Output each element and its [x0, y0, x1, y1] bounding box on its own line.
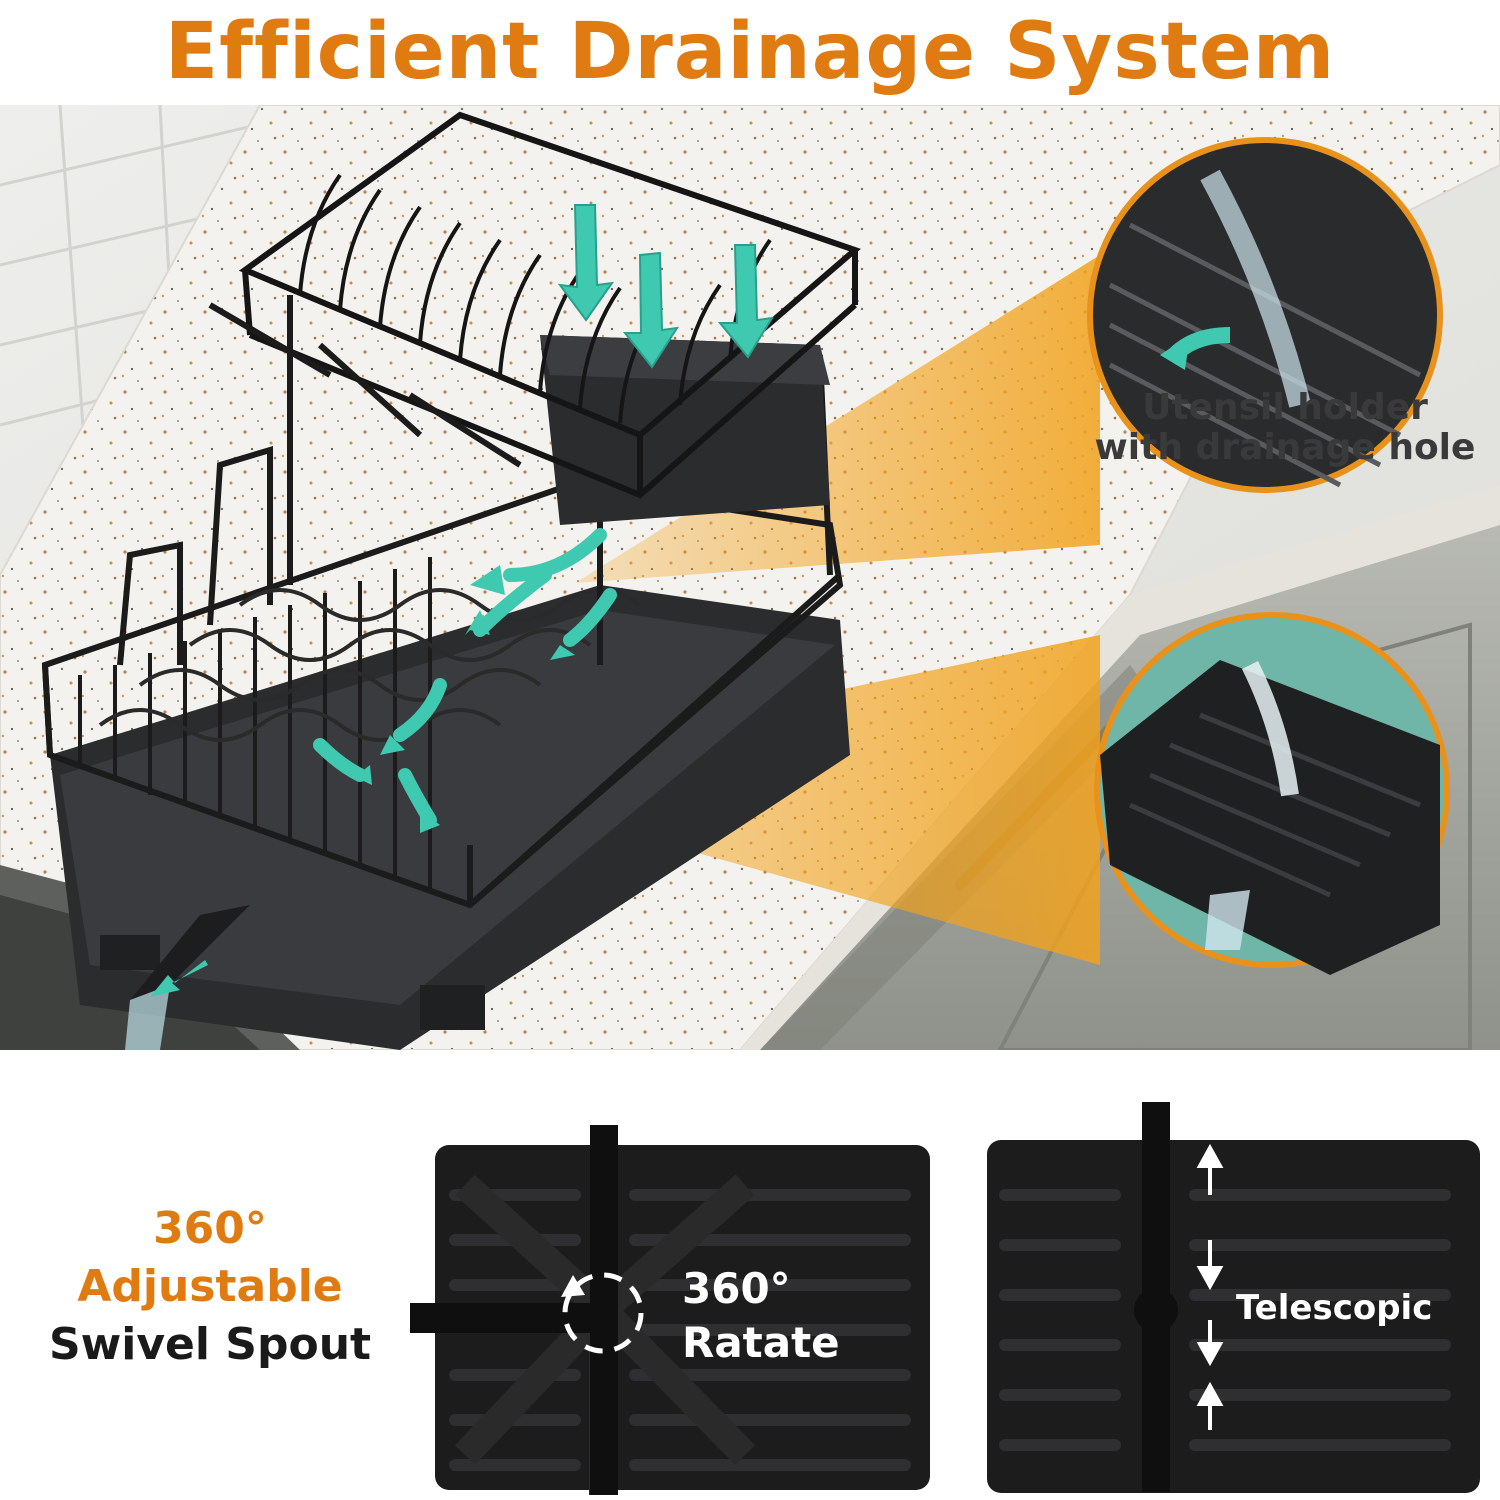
upper-basket [238, 111, 861, 499]
lower-basket-rods [78, 557, 432, 891]
rotate-label-line2: Ratate [682, 1318, 840, 1367]
swivel-spout [130, 905, 250, 1000]
double-arrow-icon [1196, 1143, 1224, 1430]
spout-label-line3: Swivel Spout [48, 1319, 372, 1370]
utensil-holder [540, 335, 830, 525]
detail-circle-utensil-holder [1087, 137, 1443, 493]
spout-flow-arrow-icon [150, 960, 208, 997]
upper-basket-rods [298, 173, 772, 424]
utensil-callout-line1: Utensil holder [1142, 387, 1428, 428]
rotate-icon [561, 1272, 644, 1354]
spout-feature-label: 360° Adjustable Swivel Spout [20, 1200, 400, 1374]
product-scene [0, 105, 1500, 1050]
detail-circle-drip-tray [1094, 612, 1450, 975]
spout-label-line2: Adjustable [77, 1261, 343, 1312]
cup-holder-arms [208, 302, 522, 468]
telescopic-label: Telescopic [1236, 1288, 1433, 1328]
page-title: Efficient Drainage System [164, 7, 1336, 97]
flow-arrow-icon [355, 565, 575, 833]
utensil-callout-line2: with drainage hole [1094, 427, 1476, 468]
tray-telescopic-diagram [987, 1102, 1480, 1493]
tray-rotate-diagram [410, 1125, 930, 1495]
flow-arrow-icon [557, 204, 774, 369]
rotate-label-line1: 360° [682, 1264, 791, 1313]
spout-label-line1: 360° [153, 1203, 267, 1254]
scene-illustration [0, 105, 1500, 1050]
spout-horizontal [410, 1303, 610, 1333]
rotate-label: 360° Ratate [682, 1262, 840, 1370]
utensil-callout: Utensil holder with drainage hole [1080, 388, 1490, 468]
